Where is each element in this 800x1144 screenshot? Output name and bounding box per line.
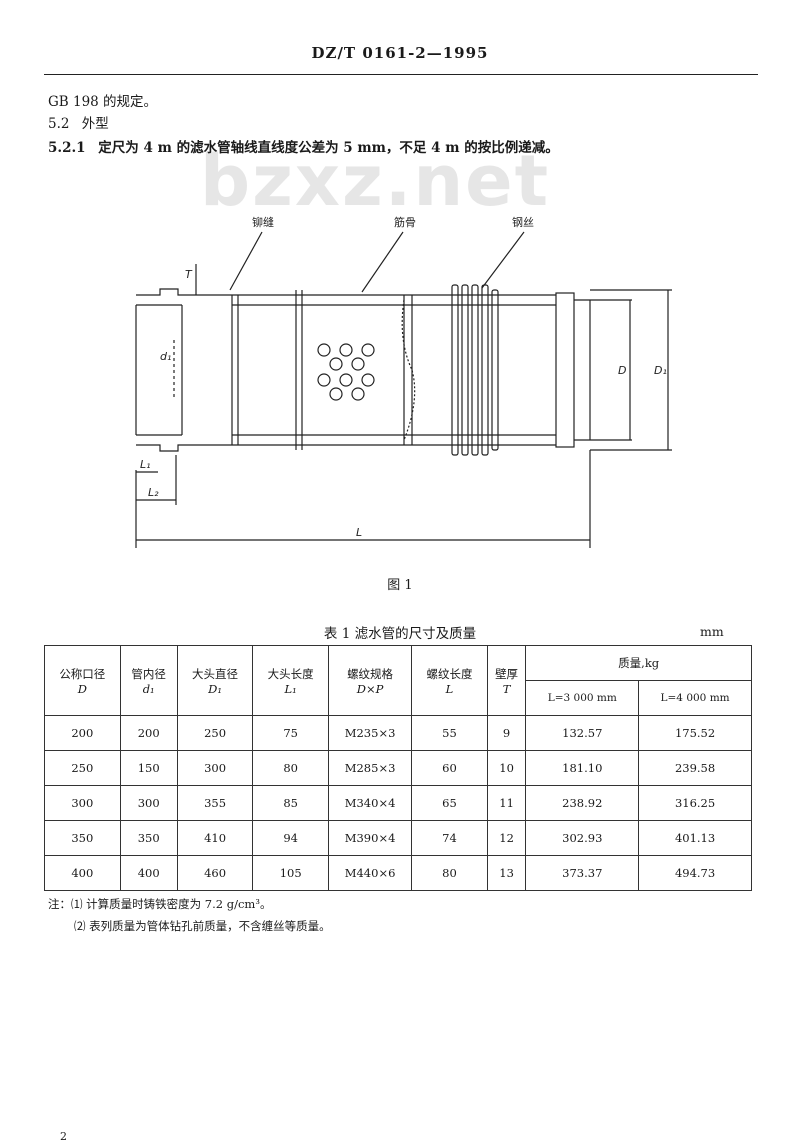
label-wire: 钢丝 (512, 216, 534, 229)
label-weld: 铆缝 (252, 215, 274, 229)
bell-outline-top (136, 288, 232, 296)
table-title: 表 1 滤水管的尺寸及质量 (323, 626, 477, 642)
note-mass: ⑵ 表列质量为管体钻孔前质量，不含缠丝等质量。 (74, 919, 331, 933)
drilled-holes (317, 343, 375, 401)
paragraph-straightness: 5.2.1 定尺为 4 m 的滤水管轴线直线度公差为 5 mm，不足 4 m 的… (48, 136, 559, 156)
rib-leader-line (361, 231, 404, 293)
paragraph-gb198: GB 198 的规定。 (48, 94, 158, 110)
figure-caption: 图 1 (387, 578, 413, 593)
mass-subheader-3000: L=3 000 mm (525, 680, 640, 716)
section-number: 5.2 (48, 116, 70, 132)
bell-outline-bottom (136, 444, 232, 452)
dim-L1-label: L₁ (140, 458, 151, 471)
section-title: 外型 (81, 116, 109, 132)
note-density: 注：⑴ 计算质量时铸铁密度为 7.2 g/cm³。 (48, 897, 272, 911)
label-rib: 筋骨 (394, 215, 416, 229)
mass-header-cell: 质量,kg (525, 645, 752, 681)
section-heading: 5.2 外型 (48, 112, 109, 132)
header-rule (44, 74, 758, 75)
filter-pipe-figure: 铆缝 筋骨 钢丝 T d₁ D D₁ L₁ L₂ L (135, 215, 672, 548)
clause-number: 5.2.1 (48, 140, 86, 156)
weld-leader-line (229, 231, 263, 291)
dim-d1-label: d₁ (160, 350, 171, 363)
mass-subheader-4000: L=4 000 mm (638, 680, 752, 716)
table-unit: mm (700, 624, 724, 639)
wire-rings (451, 284, 499, 456)
dim-L-label: L (356, 526, 362, 539)
dim-T-label: T (185, 268, 193, 281)
dim-D1-label: D₁ (654, 364, 667, 377)
page-number: 2 (60, 1130, 67, 1143)
clause-text: 定尺为 4 m 的滤水管轴线直线度公差为 5 mm，不足 4 m 的按比例递减。 (98, 140, 559, 156)
wire-leader-line (481, 231, 525, 289)
dim-L2-label: L₂ (148, 486, 159, 499)
dim-D-label: D (618, 364, 626, 377)
document-header: DZ/T 0161-2—1995 (311, 44, 489, 62)
watermark: bzxz.net (200, 140, 551, 222)
spigot-collar (555, 292, 575, 448)
